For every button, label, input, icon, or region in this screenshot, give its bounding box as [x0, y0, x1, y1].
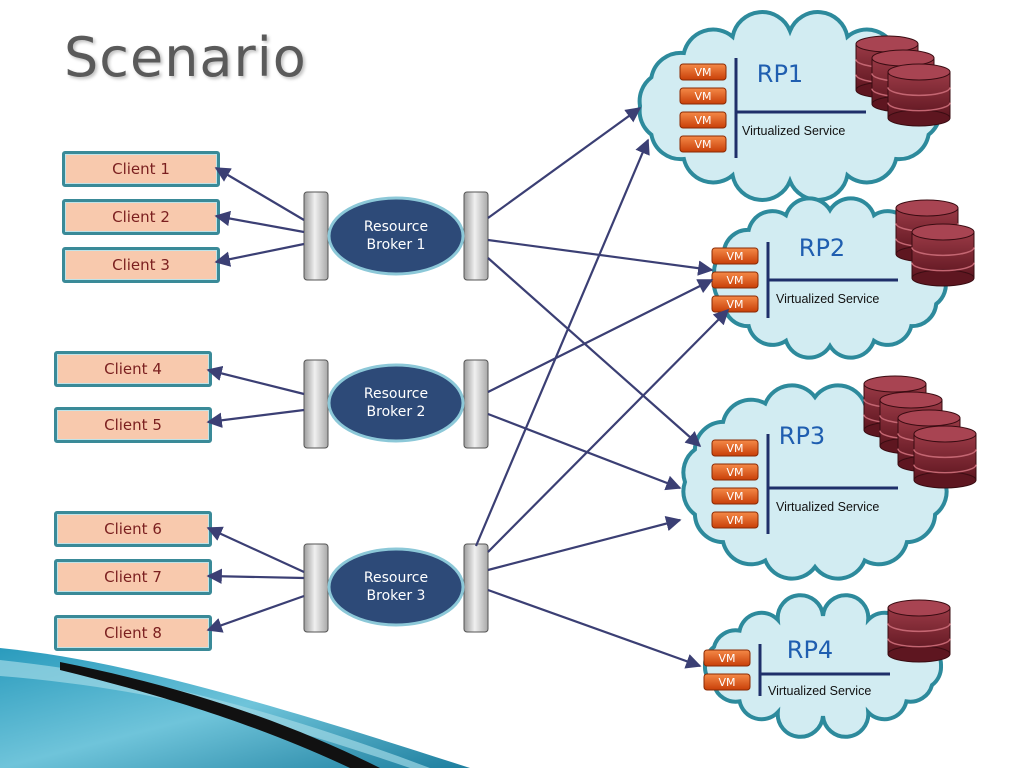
vm-label: VM: [726, 298, 743, 311]
vm-label: VM: [726, 274, 743, 287]
connection-arrow: [487, 279, 714, 393]
connection-arrow: [487, 412, 682, 491]
vm-box: VM: [711, 295, 759, 313]
vm-box: VM: [703, 673, 751, 691]
connection-arrow: [487, 588, 702, 669]
vm-box: VM: [679, 111, 727, 129]
broker-1-left-port: [303, 191, 329, 281]
vm-label: VM: [726, 466, 743, 479]
database-icon: [887, 63, 951, 127]
connection-arrow: [487, 107, 642, 219]
vm-label: VM: [694, 114, 711, 127]
broker-2-label-line2: Broker 2: [367, 404, 426, 420]
vm-box: VM: [711, 247, 759, 265]
client-3: Client 3: [62, 247, 220, 283]
vm-label: VM: [726, 514, 743, 527]
vm-box: VM: [711, 463, 759, 481]
vm-box: VM: [711, 439, 759, 457]
connection-arrow: [487, 516, 682, 572]
database-icon: [887, 599, 951, 663]
vm-label: VM: [694, 90, 711, 103]
connection-arrow: [487, 257, 702, 448]
broker-3-node: [327, 547, 465, 627]
broker-2-label-line1: Resource: [364, 386, 428, 402]
client-6: Client 6: [54, 511, 212, 547]
broker-2-node: [327, 363, 465, 443]
vm-box: VM: [679, 87, 727, 105]
broker-3-label-line2: Broker 3: [367, 588, 426, 604]
vm-label: VM: [718, 652, 735, 665]
connection-arrow: [206, 594, 305, 633]
client-1: Client 1: [62, 151, 220, 187]
service-label: Virtualized Service: [776, 292, 879, 306]
database-icon: [913, 425, 977, 489]
connection-arrow: [206, 408, 305, 428]
broker-2-right-port: [463, 359, 489, 449]
vm-label: VM: [726, 442, 743, 455]
vm-box: VM: [711, 511, 759, 529]
connection-arrow: [206, 365, 305, 396]
connection-arrow: [214, 242, 305, 267]
vm-label: VM: [694, 66, 711, 79]
vm-label: VM: [726, 490, 743, 503]
vm-box: VM: [703, 649, 751, 667]
connection-arrow: [487, 308, 730, 553]
connection-arrow: [214, 167, 305, 221]
connection-arrow: [214, 210, 305, 234]
vm-box: VM: [679, 63, 727, 81]
page-title: Scenario: [64, 26, 307, 89]
rp-label: RP2: [799, 234, 845, 262]
vm-box: VM: [711, 271, 759, 289]
connection-arrow: [206, 568, 305, 584]
service-label: Virtualized Service: [742, 124, 845, 138]
vm-box: VM: [679, 135, 727, 153]
broker-3-right-port: [463, 543, 489, 633]
brokers-layer: Resource Broker 1 Resource Broker 2 Reso…: [303, 191, 489, 633]
vm-label: VM: [718, 676, 735, 689]
rp-label: RP4: [787, 636, 833, 664]
broker-3-left-port: [303, 543, 329, 633]
corner-swoosh: [0, 648, 470, 768]
broker-1-node: [327, 196, 465, 276]
rp-label: RP1: [757, 60, 803, 88]
client-7: Client 7: [54, 559, 212, 595]
broker-3-label-line1: Resource: [364, 570, 428, 586]
connection-arrow: [206, 526, 305, 573]
vm-label: VM: [694, 138, 711, 151]
client-8: Client 8: [54, 615, 212, 651]
broker-1-right-port: [463, 191, 489, 281]
database-icon: [911, 223, 975, 287]
vm-label: VM: [726, 250, 743, 263]
broker-1-label-line2: Broker 1: [367, 237, 426, 253]
broker-2-left-port: [303, 359, 329, 449]
broker-1-label-line1: Resource: [364, 219, 428, 235]
arrows-layer: [206, 107, 730, 669]
connection-arrow: [474, 138, 650, 547]
rp-label: RP3: [779, 422, 825, 450]
service-label: Virtualized Service: [776, 500, 879, 514]
vm-box: VM: [711, 487, 759, 505]
service-label: Virtualized Service: [768, 684, 871, 698]
